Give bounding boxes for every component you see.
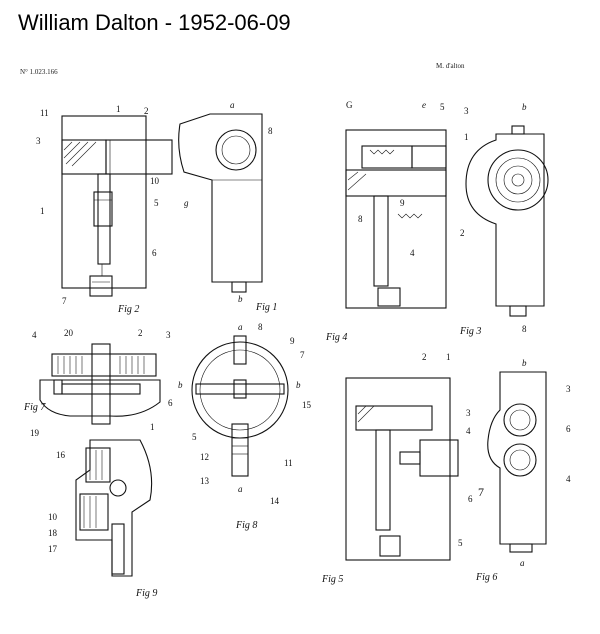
fig5-ref-3: 3 [466,408,471,418]
fig4-label: Fig 4 [325,332,347,343]
fig2-ref-1: 1 [116,104,121,114]
fig1-ref-8: 8 [268,126,273,136]
figure-1: a b 8 g Fig 1 [179,100,278,313]
fig7-ref-4: 4 [32,330,37,340]
fig4-ref-e: e [422,100,426,110]
fig8-ref-15: 15 [302,400,312,410]
figure-6: b 3 6 4 7 5 a Fig 6 [458,358,571,583]
fig7-ref-2: 2 [138,328,143,338]
fig2-ref-2: 2 [144,106,149,116]
fig4-ref-3: 3 [464,106,469,116]
fig4-ref-8: 8 [358,214,363,224]
fig6-ref-4: 4 [566,474,571,484]
fig1-ref-b: b [238,294,243,304]
fig2-ref-1b: 1 [40,206,45,216]
fig3-ref-b: b [522,102,527,112]
fig8-ref-13: 13 [200,476,210,486]
fig2-ref-7: 7 [62,296,67,306]
fig6-ref-a: a [520,558,525,568]
fig4-ref-1: 1 [464,132,469,142]
figure-4: G e 5 3 1 8 9 2 4 Fig 4 [325,100,469,343]
fig9-label: Fig 9 [135,588,157,599]
fig8-ref-a: a [238,322,243,332]
figure-2: 11 1 2 3 10 5 1 6 7 Fig 2 [36,104,172,315]
fig9-ref-10: 10 [48,512,58,522]
fig8-ref-9: 9 [290,336,295,346]
fig6-ref-b: b [522,358,527,368]
fig4-ref-2: 2 [460,228,465,238]
fig7-ref-20: 20 [64,328,74,338]
fig8-ref-11: 11 [284,458,293,468]
fig3-ref-8: 8 [522,324,527,334]
figure-7: 4 20 2 3 1 19 Fig 7 [23,328,171,438]
fig2-ref-11: 11 [40,108,49,118]
fig7-ref-3: 3 [166,330,171,340]
fig8-ref-b-left: b [178,380,183,390]
fig2-ref-6: 6 [152,248,157,258]
fig4-ref-9: 9 [400,198,405,208]
fig2-ref-5: 5 [154,198,159,208]
fig5-ref-4: 4 [466,426,471,436]
fig5-label: Fig 5 [321,574,343,585]
fig8-ref-7: 7 [300,350,305,360]
fig9-ref-18: 18 [48,528,58,538]
figure-9: 16 10 18 17 Fig 9 [48,440,157,599]
fig5-ref-6: 6 [468,494,473,504]
fig6-ref-7: 7 [478,485,484,499]
figure-3: b 8 Fig 3 [459,102,548,337]
fig1-ref-g: g [184,198,189,208]
fig8-ref-b-right: b [296,380,301,390]
fig6-label: Fig 6 [475,572,497,583]
fig9-ref-16: 16 [56,450,66,460]
fig8-ref-12: 12 [200,452,209,462]
fig9-ref-17: 17 [48,544,58,554]
fig2-ref-3: 3 [36,136,41,146]
fig7-label: Fig 7 [23,402,46,413]
fig8-ref-8: 8 [258,322,263,332]
figure-5: 2 1 3 4 6 Fig 5 [321,352,473,585]
fig2-ref-10: 10 [150,176,160,186]
fig1-ref-a: a [230,100,235,110]
fig3-label: Fig 3 [459,326,481,337]
fig8-label: Fig 8 [235,520,257,531]
fig6-ref-5: 5 [458,538,463,548]
fig4-ref-G: G [346,100,353,110]
fig5-ref-2: 2 [422,352,427,362]
fig4-ref-4: 4 [410,248,415,258]
fig6-ref-3: 3 [566,384,571,394]
fig8-ref-5: 5 [192,432,197,442]
fig1-label: Fig 1 [255,302,277,313]
fig8-ref-a-bottom: a [238,484,243,494]
figure-8: a 8 9 7 b b 6 5 15 12 11 13 a 14 Fig 8 [168,322,312,531]
fig4-ref-5: 5 [440,102,445,112]
fig7-ref-1: 1 [150,422,155,432]
fig5-ref-1: 1 [446,352,451,362]
fig7-ref-19: 19 [30,428,40,438]
fig8-ref-6: 6 [168,398,173,408]
fig2-label: Fig 2 [117,304,139,315]
fig8-ref-14: 14 [270,496,280,506]
fig6-ref-6: 6 [566,424,571,434]
